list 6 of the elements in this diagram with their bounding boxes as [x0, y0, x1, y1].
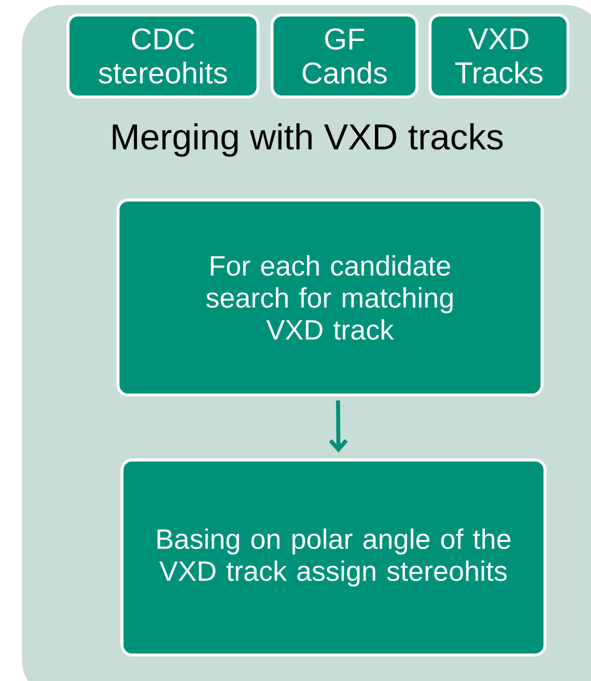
process-box: GF Cands	[270, 14, 418, 98]
process-box: CDC stereohits	[66, 14, 260, 98]
process-box: Basing on polar angle of the VXD track assign stereohits	[120, 458, 546, 656]
process-box: VXD Tracks	[428, 14, 570, 98]
arrow	[328, 400, 348, 452]
process-box: For each candidate search for matching VXD track	[116, 198, 544, 396]
